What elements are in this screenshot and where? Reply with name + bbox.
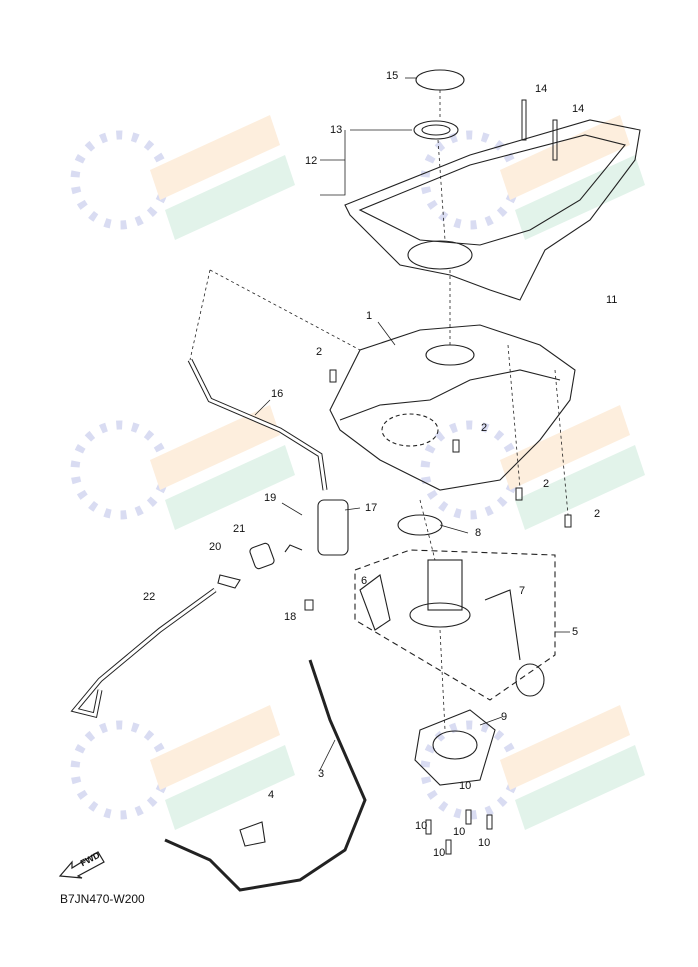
fuel-hose-part bbox=[70, 587, 217, 719]
callout-10e: 10 bbox=[478, 837, 491, 849]
callout-1: 1 bbox=[366, 310, 373, 322]
diagram-code: B7JN470-W200 bbox=[60, 892, 145, 906]
plate-part bbox=[414, 709, 496, 786]
callout-4: 4 bbox=[268, 789, 275, 801]
callout-13: 13 bbox=[330, 124, 343, 136]
callout-10a: 10 bbox=[459, 780, 472, 792]
callout-2d: 2 bbox=[594, 508, 601, 520]
callout-5: 5 bbox=[572, 626, 579, 638]
callout-2c: 2 bbox=[543, 478, 550, 490]
callout-17: 17 bbox=[365, 502, 378, 514]
callout-18: 18 bbox=[284, 611, 297, 623]
fuel-tank-part bbox=[329, 324, 576, 491]
callout-22: 22 bbox=[143, 591, 156, 603]
forward-arrow-icon bbox=[58, 851, 105, 879]
fuel-pump-group-box bbox=[354, 549, 556, 701]
callout-10c: 10 bbox=[453, 826, 466, 838]
callout-6: 6 bbox=[361, 575, 368, 587]
callout-3: 3 bbox=[318, 768, 325, 780]
callout-15: 15 bbox=[386, 70, 399, 82]
callout-12: 12 bbox=[305, 155, 318, 167]
callout-10b: 10 bbox=[415, 820, 428, 832]
callout-8: 8 bbox=[475, 527, 482, 539]
callout-19: 19 bbox=[264, 492, 277, 504]
watermark-logo bbox=[70, 115, 645, 830]
filter-part bbox=[317, 499, 349, 556]
wire-harness-part bbox=[164, 659, 367, 892]
callout-9: 9 bbox=[501, 711, 508, 723]
gasket-part bbox=[397, 514, 443, 536]
callout-20: 20 bbox=[209, 541, 222, 553]
callout-21: 21 bbox=[233, 523, 246, 535]
callout-14a: 14 bbox=[535, 83, 548, 95]
callout-10d: 10 bbox=[433, 847, 446, 859]
callout-14b: 14 bbox=[572, 103, 585, 115]
callout-2b: 2 bbox=[481, 422, 488, 434]
callout-16: 16 bbox=[271, 388, 284, 400]
callout-7: 7 bbox=[519, 585, 526, 597]
callout-11: 11 bbox=[606, 294, 618, 306]
cap-part bbox=[415, 69, 465, 91]
callout-2a: 2 bbox=[316, 346, 323, 358]
tank-cover-part bbox=[344, 119, 641, 301]
grommet-part bbox=[413, 120, 459, 140]
